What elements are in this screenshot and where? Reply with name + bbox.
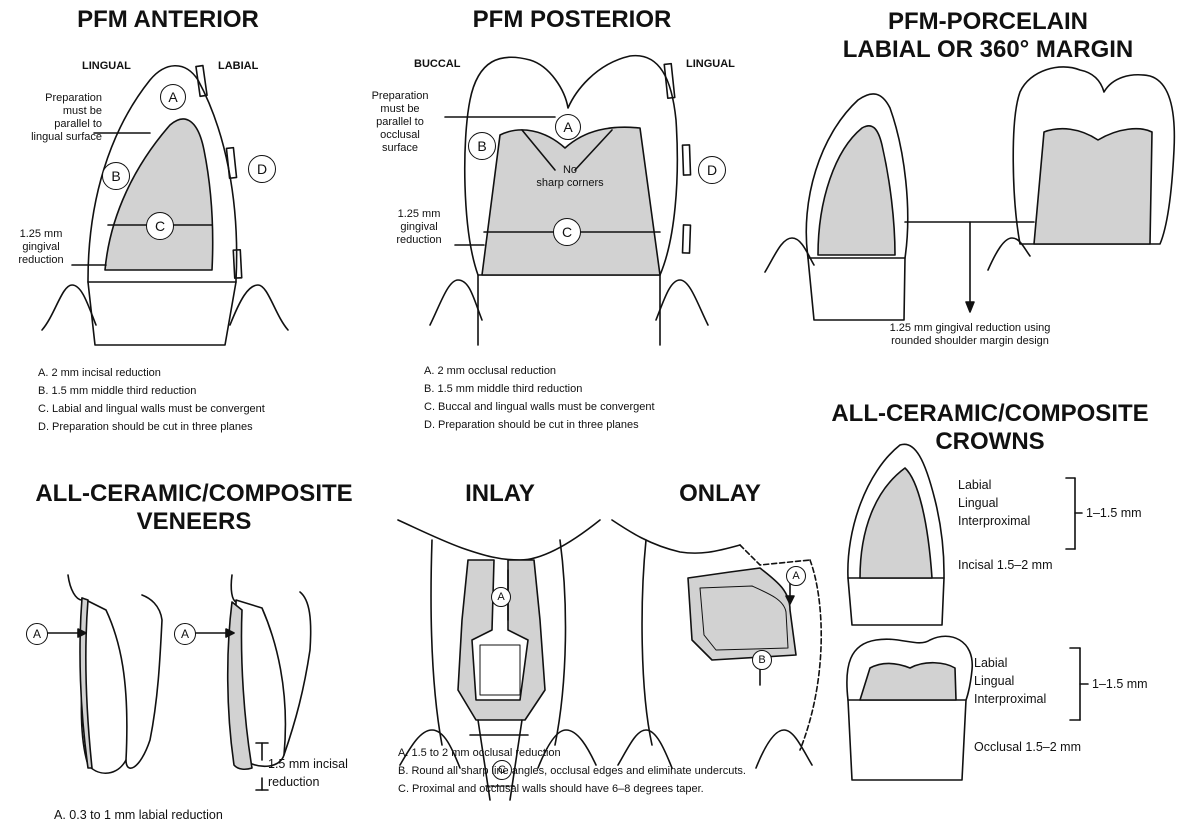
callout-line: 1.25 mm gingival reduction using [850, 322, 1090, 335]
marker-a: A [160, 84, 186, 110]
crowns-posterior-labels: Labial Lingual Interproximal [974, 654, 1046, 708]
callout-line: Preparation [360, 90, 440, 103]
pfm-posterior-title: PFM POSTERIOR [452, 6, 692, 34]
inlay-onlay-notes: A. 1.5 to 2 mm occlusal reduction B. Rou… [398, 744, 838, 798]
callout-line: must be [360, 103, 440, 116]
crowns-posterior-extra: Occlusal 1.5–2 mm [974, 738, 1081, 756]
title-line: ALL-CERAMIC/COMPOSITE [800, 400, 1180, 428]
pfm-posterior-notes: A. 2 mm occlusal reduction B. 1.5 mm mid… [424, 362, 655, 434]
callout-line: parallel to [18, 118, 102, 131]
crowns-anterior-range: 1–1.5 mm [1086, 504, 1142, 522]
title-line: CROWNS [800, 428, 1180, 456]
marker-d: D [248, 155, 276, 183]
note-b: B. 1.5 mm middle third reduction [424, 380, 655, 398]
pfm-posterior-side-right: LINGUAL [686, 58, 735, 70]
pfm-posterior-tooth [430, 56, 708, 345]
veneers-note: A. 0.3 to 1 mm labial reduction [54, 806, 223, 824]
onlay-title: ONLAY [650, 480, 790, 508]
callout-line: occlusal [360, 129, 440, 142]
note-d: D. Preparation should be cut in three pl… [38, 418, 265, 436]
marker-b: B [468, 132, 496, 160]
crowns-posterior-range: 1–1.5 mm [1092, 675, 1148, 693]
veneers-title: ALL-CERAMIC/COMPOSITE VENEERS [14, 480, 374, 536]
inlay-title: INLAY [440, 480, 560, 508]
callout-line: surface [360, 142, 440, 155]
pfm-anterior-side-right: LABIAL [218, 60, 258, 72]
callout-line: sharp corners [520, 177, 620, 190]
note-a: A. 1.5 to 2 mm occlusal reduction [398, 744, 838, 762]
note-c: C. Labial and lingual walls must be conv… [38, 400, 265, 418]
note-a: A. 2 mm incisal reduction [38, 364, 265, 382]
callout-line: Preparation [18, 92, 102, 105]
pfm-posterior-callout-gingival: 1.25 mm gingival reduction [384, 208, 454, 247]
note-c: C. Buccal and lingual walls must be conv… [424, 398, 655, 416]
title-line: VENEERS [14, 508, 374, 536]
note-a: A. 2 mm occlusal reduction [424, 362, 655, 380]
label-labial: Labial [974, 654, 1046, 672]
label-lingual: Lingual [974, 672, 1046, 690]
pfm-anterior-side-left: LINGUAL [82, 60, 131, 72]
title-line: ALL-CERAMIC/COMPOSITE [14, 480, 374, 508]
veneers-incisal-label: 1.5 mm incisal reduction [268, 755, 348, 791]
marker-b: B [752, 650, 772, 670]
marker-a: A [555, 114, 581, 140]
incisal-line: 1.5 mm incisal [268, 755, 348, 773]
pfm-anterior-callout-gingival: 1.25 mm gingival reduction [6, 228, 76, 267]
marker-a: A [786, 566, 806, 586]
title-line: LABIAL OR 360° MARGIN [808, 36, 1168, 64]
label-lingual: Lingual [958, 494, 1030, 512]
label-interproximal: Interproximal [958, 512, 1030, 530]
marker-a: A [491, 587, 511, 607]
title-line: PFM-PORCELAIN [808, 8, 1168, 36]
label-interproximal: Interproximal [974, 690, 1046, 708]
pfm-posterior-callout-corners: No sharp corners [520, 164, 620, 190]
callout-line: rounded shoulder margin design [850, 335, 1090, 348]
note-c: C. Proximal and occlusal walls should ha… [398, 780, 838, 798]
note-b: B. 1.5 mm middle third reduction [38, 382, 265, 400]
marker-b: B [102, 162, 130, 190]
pfm-anterior-title: PFM ANTERIOR [58, 6, 278, 34]
label-labial: Labial [958, 476, 1030, 494]
crowns-title: ALL-CERAMIC/COMPOSITE CROWNS [800, 400, 1180, 456]
marker-a: A [26, 623, 48, 645]
onlay-tooth [612, 520, 821, 768]
callout-line: gingival [384, 221, 454, 234]
callout-line: No [520, 164, 620, 177]
marker-c: C [146, 212, 174, 240]
callout-line: gingival [6, 241, 76, 254]
crowns-anterior-extra: Incisal 1.5–2 mm [958, 556, 1052, 574]
pfm-porcelain-teeth [765, 67, 1174, 320]
callout-line: 1.25 mm [384, 208, 454, 221]
pfm-anterior-callout-parallel: Preparation must be parallel to lingual … [18, 92, 102, 144]
callout-line: 1.25 mm [6, 228, 76, 241]
pfm-porcelain-callout: 1.25 mm gingival reduction using rounded… [850, 322, 1090, 348]
pfm-anterior-notes: A. 2 mm incisal reduction B. 1.5 mm midd… [38, 364, 265, 436]
marker-d: D [698, 156, 726, 184]
callout-line: must be [18, 105, 102, 118]
marker-a: A [174, 623, 196, 645]
crowns-anterior-labels: Labial Lingual Interproximal [958, 476, 1030, 530]
marker-c: C [553, 218, 581, 246]
pfm-porcelain-title: PFM-PORCELAIN LABIAL OR 360° MARGIN [808, 8, 1168, 64]
pfm-posterior-side-left: BUCCAL [414, 58, 460, 70]
callout-line: lingual surface [18, 131, 102, 144]
callout-line: reduction [384, 234, 454, 247]
note-b: B. Round all sharp line angles, occlusal… [398, 762, 838, 780]
note-d: D. Preparation should be cut in three pl… [424, 416, 655, 434]
pfm-posterior-callout-parallel: Preparation must be parallel to occlusal… [360, 90, 440, 155]
callout-line: parallel to [360, 116, 440, 129]
incisal-line: reduction [268, 773, 348, 791]
callout-line: reduction [6, 254, 76, 267]
